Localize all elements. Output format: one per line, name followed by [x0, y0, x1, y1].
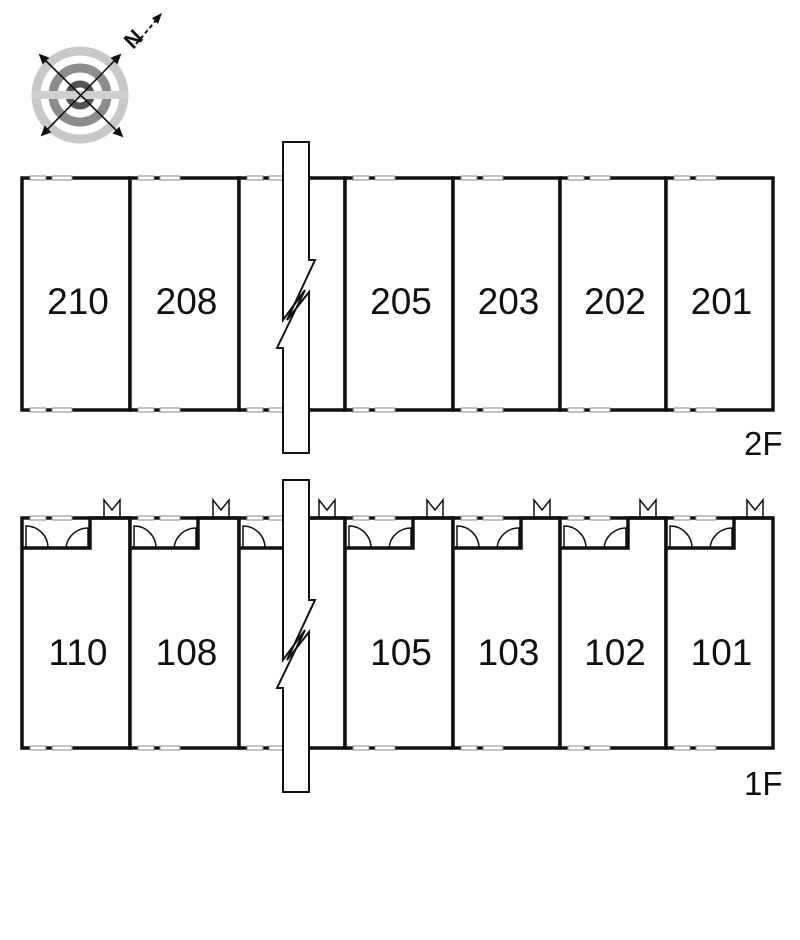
entrance-door-icon	[560, 497, 666, 550]
entrance-door-icon	[666, 497, 773, 550]
window-mark	[352, 515, 370, 521]
window-mark	[567, 515, 585, 521]
window-mark	[246, 407, 264, 413]
window-mark	[567, 745, 585, 751]
window-mark	[673, 515, 691, 521]
window-mark	[51, 175, 73, 181]
window-mark	[51, 515, 73, 521]
unit-number-label: 201	[691, 281, 753, 322]
window-mark	[695, 175, 717, 181]
break-line-symbol	[275, 141, 317, 454]
window-mark	[589, 407, 611, 413]
unit-108: 108	[128, 497, 241, 751]
unit-103: 103	[451, 497, 562, 751]
window-mark	[374, 175, 396, 181]
window-mark	[673, 175, 691, 181]
window-mark	[352, 745, 370, 751]
unit-number-label: 105	[370, 632, 432, 673]
compass-north-letter: N	[119, 25, 148, 54]
window-mark	[352, 175, 370, 181]
window-mark	[589, 515, 611, 521]
unit-210: 210	[20, 175, 132, 413]
entrance-door-icon	[130, 497, 239, 550]
window-mark	[51, 407, 73, 413]
unit-number-label: 203	[478, 281, 540, 322]
unit-number-label: 208	[156, 281, 218, 322]
entrance-door-icon	[453, 497, 560, 550]
compass-rose-icon: N	[31, 13, 162, 144]
floor-label-1f: 1F	[744, 765, 783, 802]
window-mark	[29, 745, 47, 751]
window-mark	[246, 745, 264, 751]
window-mark	[482, 175, 504, 181]
window-mark	[673, 407, 691, 413]
window-mark	[695, 515, 717, 521]
unit-102: 102	[558, 497, 668, 751]
entrance-door-icon	[345, 497, 453, 550]
break-line-symbol	[275, 479, 317, 793]
unit-number-label: 102	[584, 632, 646, 673]
window-mark	[460, 515, 478, 521]
unit-number-label: 110	[49, 632, 108, 673]
unit-202: 202	[558, 175, 668, 413]
window-mark	[482, 745, 504, 751]
window-mark	[482, 515, 504, 521]
unit-208: 208	[128, 175, 241, 413]
floor-label-2f: 2F	[744, 425, 783, 462]
unit-number-label: 101	[691, 632, 753, 673]
window-mark	[246, 175, 264, 181]
window-mark	[673, 745, 691, 751]
window-mark	[567, 175, 585, 181]
window-mark	[589, 745, 611, 751]
window-mark	[137, 175, 155, 181]
unit-205: 205	[343, 175, 455, 413]
unit-number-label: 108	[156, 632, 218, 673]
unit-203: 203	[451, 175, 562, 413]
unit-105: 105	[343, 497, 455, 751]
floor-2f-plan: 210 208 205 203 202 201 2F	[20, 141, 783, 462]
entrance-door-icon	[22, 497, 130, 550]
window-mark	[695, 407, 717, 413]
window-mark	[137, 515, 155, 521]
window-mark	[137, 407, 155, 413]
window-mark	[29, 407, 47, 413]
window-mark	[589, 175, 611, 181]
compass-axes	[38, 53, 124, 138]
window-mark	[460, 745, 478, 751]
window-mark	[29, 175, 47, 181]
window-mark	[159, 407, 181, 413]
floor-1f-plan: 110 108 105 103 102 101 1F	[20, 479, 783, 802]
window-mark	[374, 745, 396, 751]
north-arrow-icon	[135, 13, 162, 45]
unit-number-label: 205	[370, 281, 432, 322]
unit-number-label: 210	[47, 281, 109, 322]
window-mark	[51, 745, 73, 751]
window-mark	[482, 407, 504, 413]
unit-number-label: 202	[584, 281, 646, 322]
window-mark	[567, 407, 585, 413]
unit-110: 110	[20, 497, 132, 751]
window-mark	[159, 745, 181, 751]
window-mark	[137, 745, 155, 751]
window-mark	[352, 407, 370, 413]
unit-number-label: 103	[478, 632, 540, 673]
window-mark	[460, 407, 478, 413]
window-mark	[29, 515, 47, 521]
unit-101: 101	[664, 497, 775, 751]
window-mark	[246, 515, 264, 521]
window-mark	[460, 175, 478, 181]
window-mark	[159, 175, 181, 181]
window-mark	[374, 407, 396, 413]
window-mark	[695, 745, 717, 751]
window-mark	[159, 515, 181, 521]
window-mark	[374, 515, 396, 521]
unit-201: 201	[664, 175, 775, 413]
